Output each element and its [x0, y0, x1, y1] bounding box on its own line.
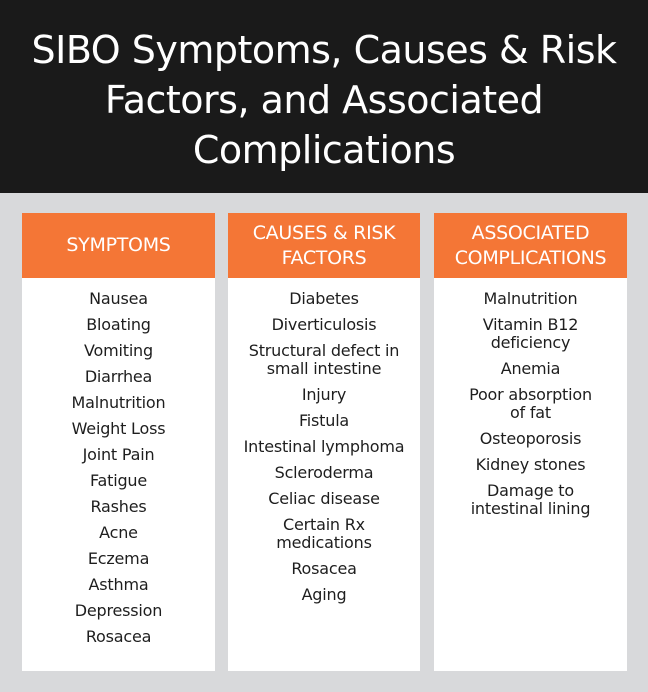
list-item: Vomiting [84, 341, 153, 360]
list-item: Nausea [89, 289, 148, 308]
list-item: Diarrhea [84, 367, 153, 386]
list-item: Rosacea [291, 559, 357, 578]
associated-complications-header: ASSOCIATED COMPLICATIONS [434, 213, 627, 278]
list-item: Malnutrition [71, 393, 166, 412]
list-item: Rashes [90, 497, 147, 516]
list-item: Certain Rx medications [276, 515, 372, 552]
list-item: Damage to intestinal lining [470, 481, 591, 518]
list-item: Asthma [88, 575, 149, 594]
list-item: Poor absorption of fat [469, 385, 592, 422]
list-item: Depression [74, 601, 163, 620]
list-item: Anemia [500, 359, 561, 378]
list-item: Aging [301, 585, 347, 604]
list-item: Fatigue [90, 471, 147, 490]
title-banner: SIBO Symptoms, Causes & Risk Factors, an… [0, 0, 648, 193]
list-item: Diabetes [289, 289, 359, 308]
list-item: Eczema [87, 549, 150, 568]
list-item: Injury [301, 385, 347, 404]
symptoms-header: SYMPTOMS [22, 213, 215, 278]
list-item: Weight Loss [71, 419, 166, 438]
list-item: Vitamin B12 deficiency [482, 315, 579, 352]
list-item: Joint Pain [82, 445, 155, 464]
list-item: Osteoporosis [479, 429, 582, 448]
list-item: Malnutrition [483, 289, 578, 308]
causes-risk-factors-header: CAUSES & RISK FACTORS [228, 213, 420, 278]
list-item: Bloating [86, 315, 151, 334]
list-item: Celiac disease [268, 489, 380, 508]
list-item: Scleroderma [274, 463, 374, 482]
list-item: Intestinal lymphoma [243, 437, 405, 456]
list-item: Kidney stones [475, 455, 586, 474]
page-title: SIBO Symptoms, Causes & Risk Factors, an… [31, 27, 617, 172]
list-item: Structural defect in small intestine [248, 341, 400, 378]
list-item: Acne [99, 523, 138, 542]
list-item: Diverticulosis [271, 315, 377, 334]
list-item: Fistula [298, 411, 350, 430]
list-item: Rosacea [85, 627, 152, 646]
